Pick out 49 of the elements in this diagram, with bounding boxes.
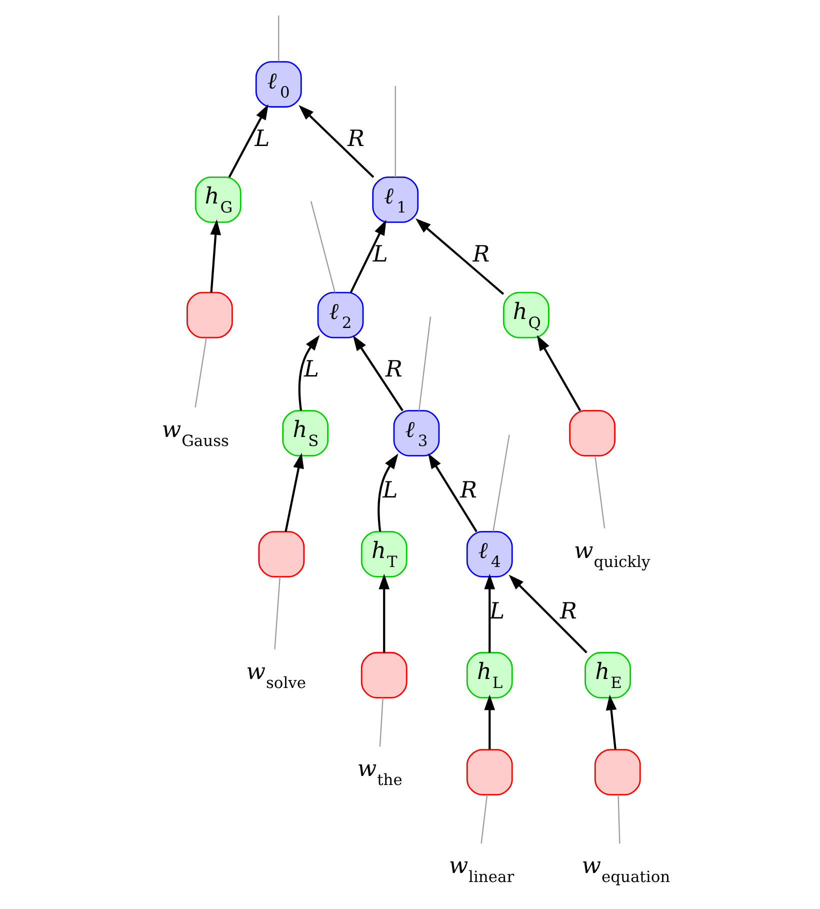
edge-label: L <box>489 598 504 625</box>
node-text: w$_{equation}$ <box>581 853 670 886</box>
connector <box>278 16 279 62</box>
arrow <box>228 104 268 178</box>
edge-label: R <box>460 478 477 504</box>
connector <box>617 794 620 844</box>
connector <box>310 201 335 293</box>
arrow <box>428 453 477 532</box>
connector <box>492 434 510 532</box>
arrow <box>377 454 398 532</box>
node-text: w$_{linear}$ <box>448 853 514 886</box>
edge-label: R <box>347 126 364 152</box>
arrow <box>210 219 221 293</box>
node-box <box>258 530 304 578</box>
connector <box>394 86 396 178</box>
node-text: w$_{the}$ <box>356 756 402 790</box>
edge-label: R <box>472 241 490 268</box>
connector <box>418 316 431 411</box>
arrow <box>484 694 495 750</box>
edge-label: L <box>254 126 270 152</box>
arrow <box>414 218 504 295</box>
arrow <box>352 335 403 412</box>
edge-label: L <box>382 478 398 504</box>
node-box <box>568 410 616 456</box>
arrow <box>284 452 304 532</box>
arrow <box>349 220 386 293</box>
connector <box>480 794 488 844</box>
node-text: w$_{quickly}$ <box>574 538 650 572</box>
connector <box>594 456 605 528</box>
node-text: w$_{solve}$ <box>246 659 306 692</box>
node-box <box>186 292 232 338</box>
edge-label: R <box>385 356 402 383</box>
node-box <box>360 652 407 698</box>
node-text: w$_{Gauss}$ <box>161 417 228 450</box>
connector <box>378 698 383 747</box>
node-box <box>466 749 512 796</box>
node-box <box>594 749 640 796</box>
connector <box>194 338 206 408</box>
arrow <box>605 694 616 750</box>
arrow <box>484 574 495 653</box>
edge-label: L <box>372 241 388 268</box>
arrow <box>378 574 390 653</box>
edge-label: L <box>303 356 318 383</box>
connector <box>274 576 280 650</box>
arrow <box>298 335 320 411</box>
arrow <box>536 335 581 412</box>
edge-label: R <box>559 598 576 625</box>
arrow <box>508 574 587 654</box>
arrow <box>298 105 374 178</box>
